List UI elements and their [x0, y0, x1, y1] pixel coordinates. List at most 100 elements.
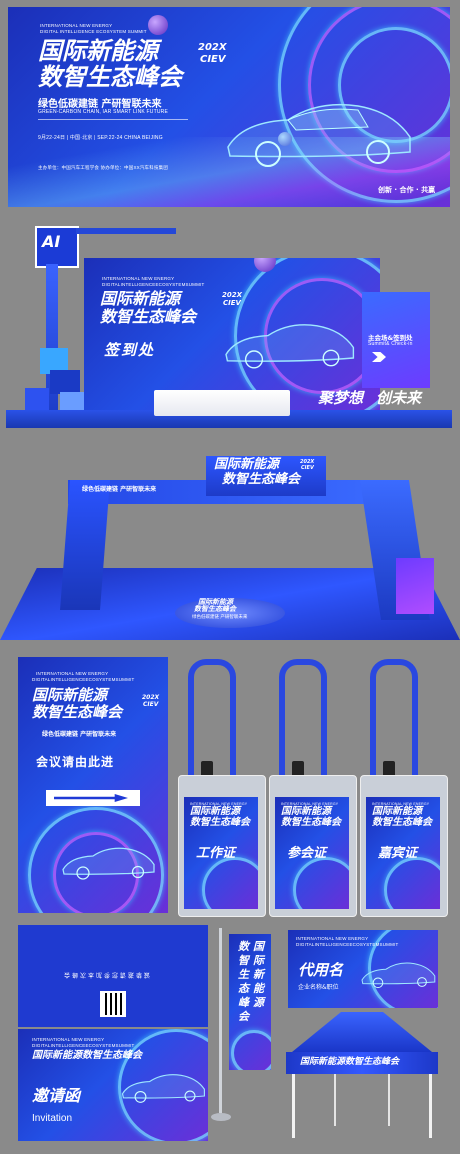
badge-card-work: INTERNATIONAL NEW ENERGY 国际新能源 数智生态峰会 工作…	[184, 797, 258, 909]
poster-slogan: 绿色低碳建链 产研智联未来	[42, 731, 117, 738]
entrance-arch: 国际新能源 数智生态峰会 绿色低碳建链 产研智联未来 绿色低碳建链 产研智联未来…	[0, 450, 460, 640]
badge-title-line1: 国际新能源	[372, 806, 422, 817]
divider	[38, 119, 188, 120]
badge-role: 工作证	[196, 846, 236, 861]
invitation-en-line1: INTERNATIONAL NEW ENERGY	[32, 1037, 105, 1042]
poster-en-line1: INTERNATIONAL NEW ENERGY	[36, 671, 109, 676]
badge-group: INTERNATIONAL NEW ENERGY 国际新能源 数智生态峰会 工作…	[176, 655, 456, 917]
light-ring	[234, 258, 380, 410]
checkin-year: 202X	[222, 291, 243, 299]
banner-en-line1: INTERNATIONAL NEW ENERGY	[40, 23, 113, 28]
poster-enter-text: 会议请由此进	[36, 755, 115, 769]
lanyard	[188, 659, 236, 795]
banner-slogan: 绿色低碳建链 产研智联未来	[38, 99, 162, 110]
badge-title-line1: 国际新能源	[190, 806, 240, 817]
poster-title-line1: 国际新能源	[32, 686, 108, 704]
cube	[25, 388, 49, 410]
badge-en: INTERNATIONAL NEW ENERGY	[190, 802, 248, 806]
badge-title-line2: 数智生态峰会	[281, 817, 341, 828]
sign-in-table	[154, 390, 290, 416]
arch-ciev: CIEV	[301, 465, 314, 471]
cube	[60, 392, 88, 410]
floor-logo	[175, 598, 285, 628]
main-banner: INTERNATIONAL NEW ENERGY DIGITAL INTELLI…	[8, 7, 450, 207]
qr-code-icon	[100, 991, 126, 1017]
invitation: 诚挚邀请您参加本次峰会 INTERNATIONAL NEW ENERGY DIG…	[18, 925, 208, 1141]
light-ring	[202, 857, 258, 909]
arch-accent	[396, 558, 434, 614]
checkin-booth: AI INTERNATIONAL NEW ENERGY DIGITALINTEL…	[0, 220, 460, 440]
checkin-sign: 签到处	[104, 341, 156, 359]
car-illustration	[227, 103, 411, 167]
checkin-en-line1: INTERNATIONAL NEW ENERGY	[102, 276, 175, 281]
light-ring	[308, 7, 450, 173]
car-illustration	[225, 324, 355, 369]
badge-role: 嘉宾证	[378, 846, 418, 861]
arch-title-line1: 国际新能源	[214, 457, 280, 472]
badge-en: INTERNATIONAL NEW ENERGY	[372, 802, 430, 806]
invitation-back-text: 诚挚邀请您参加本次峰会	[62, 971, 151, 978]
poster-ciev: CIEV	[143, 701, 159, 708]
badge-role: 参会证	[287, 846, 327, 861]
tent-leg	[429, 1074, 432, 1138]
cube	[40, 348, 68, 374]
light-ring	[231, 1030, 271, 1070]
car-illustration	[62, 847, 155, 880]
flag-base	[211, 1113, 231, 1121]
flag-column-2: 国际新能源	[253, 940, 264, 1009]
checkin-slogan-b: 创未来	[376, 389, 422, 407]
banner-motto: 创新 · 合作 · 共赢	[378, 186, 436, 194]
light-ring	[293, 857, 349, 909]
banner-title-line2: 数智生态峰会	[38, 63, 182, 91]
banner-organizer: 主办单位：中国汽车工程学会 协办单位：中国XX汽车科技集团	[38, 165, 169, 170]
arch-left-pillar	[60, 480, 110, 610]
invitation-label-en: Invitation	[32, 1113, 73, 1124]
purple-sphere	[254, 258, 276, 272]
flag-column-1: 数智生态峰会	[238, 940, 249, 1023]
lanyard	[279, 659, 327, 795]
banner-title-line1: 国际新能源	[38, 37, 158, 65]
banner-ciev: CIEV	[200, 54, 226, 65]
arch-year: 202X	[300, 459, 315, 465]
direction-poster: INTERNATIONAL NEW ENERGY DIGITALINTELLIG…	[18, 657, 168, 913]
tent-leg	[388, 1074, 390, 1126]
checkin-title-line2: 数智生态峰会	[100, 307, 197, 326]
checkin-ciev: CIEV	[223, 299, 241, 307]
logo-text: AI	[42, 232, 61, 251]
badge-card-attendee: INTERNATIONAL NEW ENERGY 国际新能源 数智生态峰会 参会…	[275, 797, 349, 909]
light-ring	[384, 857, 440, 909]
banner-en-line2: DIGITAL INTELLIGENCE ECOSYSTEM SUMMIT	[40, 29, 147, 34]
tent-text: 国际新能源数智生态峰会	[300, 1057, 400, 1067]
poster-title-line2: 数智生态峰会	[32, 703, 123, 721]
car-illustration	[361, 962, 436, 989]
namecard-en-line1: INTERNATIONAL NEW ENERGY	[296, 936, 369, 941]
floor-title-2: 数智生态峰会	[194, 605, 236, 613]
arch-title-line2: 数智生态峰会	[222, 472, 301, 487]
light-ring	[338, 27, 450, 143]
flag-banner: 数智生态峰会 国际新能源	[229, 934, 271, 1070]
tent-leg	[334, 1074, 336, 1126]
car-illustration	[121, 1074, 205, 1103]
namecard-name: 代用名	[298, 961, 344, 979]
poster-year: 202X	[142, 694, 160, 701]
tent-valance	[286, 1052, 438, 1074]
tent-roof	[292, 1012, 432, 1052]
badge-title-line2: 数智生态峰会	[372, 817, 432, 828]
side-panel-cn: 主会场&签到处	[368, 334, 413, 342]
namecard-en-line2: DIGITALINTELLIGENCEECOSYSTEMSUMMIT	[296, 942, 399, 947]
light-ring	[368, 930, 438, 1008]
banner-year: 202X	[198, 42, 227, 53]
arrow-icon	[372, 352, 386, 362]
checkin-en-line2: DIGITALINTELLIGENCEECOSYSTEMSUMMIT	[102, 282, 205, 287]
table-name-card: INTERNATIONAL NEW ENERGY DIGITALINTELLIG…	[288, 930, 438, 1008]
invitation-en-line2: DIGITALINTELLIGENCEECOSYSTEMSUMMIT	[32, 1043, 135, 1048]
checkin-slogan-a: 聚梦想	[318, 389, 364, 407]
invitation-label-cn: 邀请函	[32, 1086, 81, 1105]
poster-en-line2: DIGITALINTELLIGENCEECOSYSTEMSUMMIT	[32, 677, 135, 682]
roll-up-flag: 数智生态峰会 国际新能源	[205, 928, 275, 1128]
light-ring	[28, 807, 164, 913]
checkin-wall: INTERNATIONAL NEW ENERGY DIGITALINTELLIG…	[84, 258, 380, 410]
side-panel-en: Summit& Check-in	[368, 341, 413, 347]
arrow-right-icon	[54, 794, 128, 802]
badge-card-guest: INTERNATIONAL NEW ENERGY 国际新能源 数智生态峰会 嘉宾…	[366, 797, 440, 909]
